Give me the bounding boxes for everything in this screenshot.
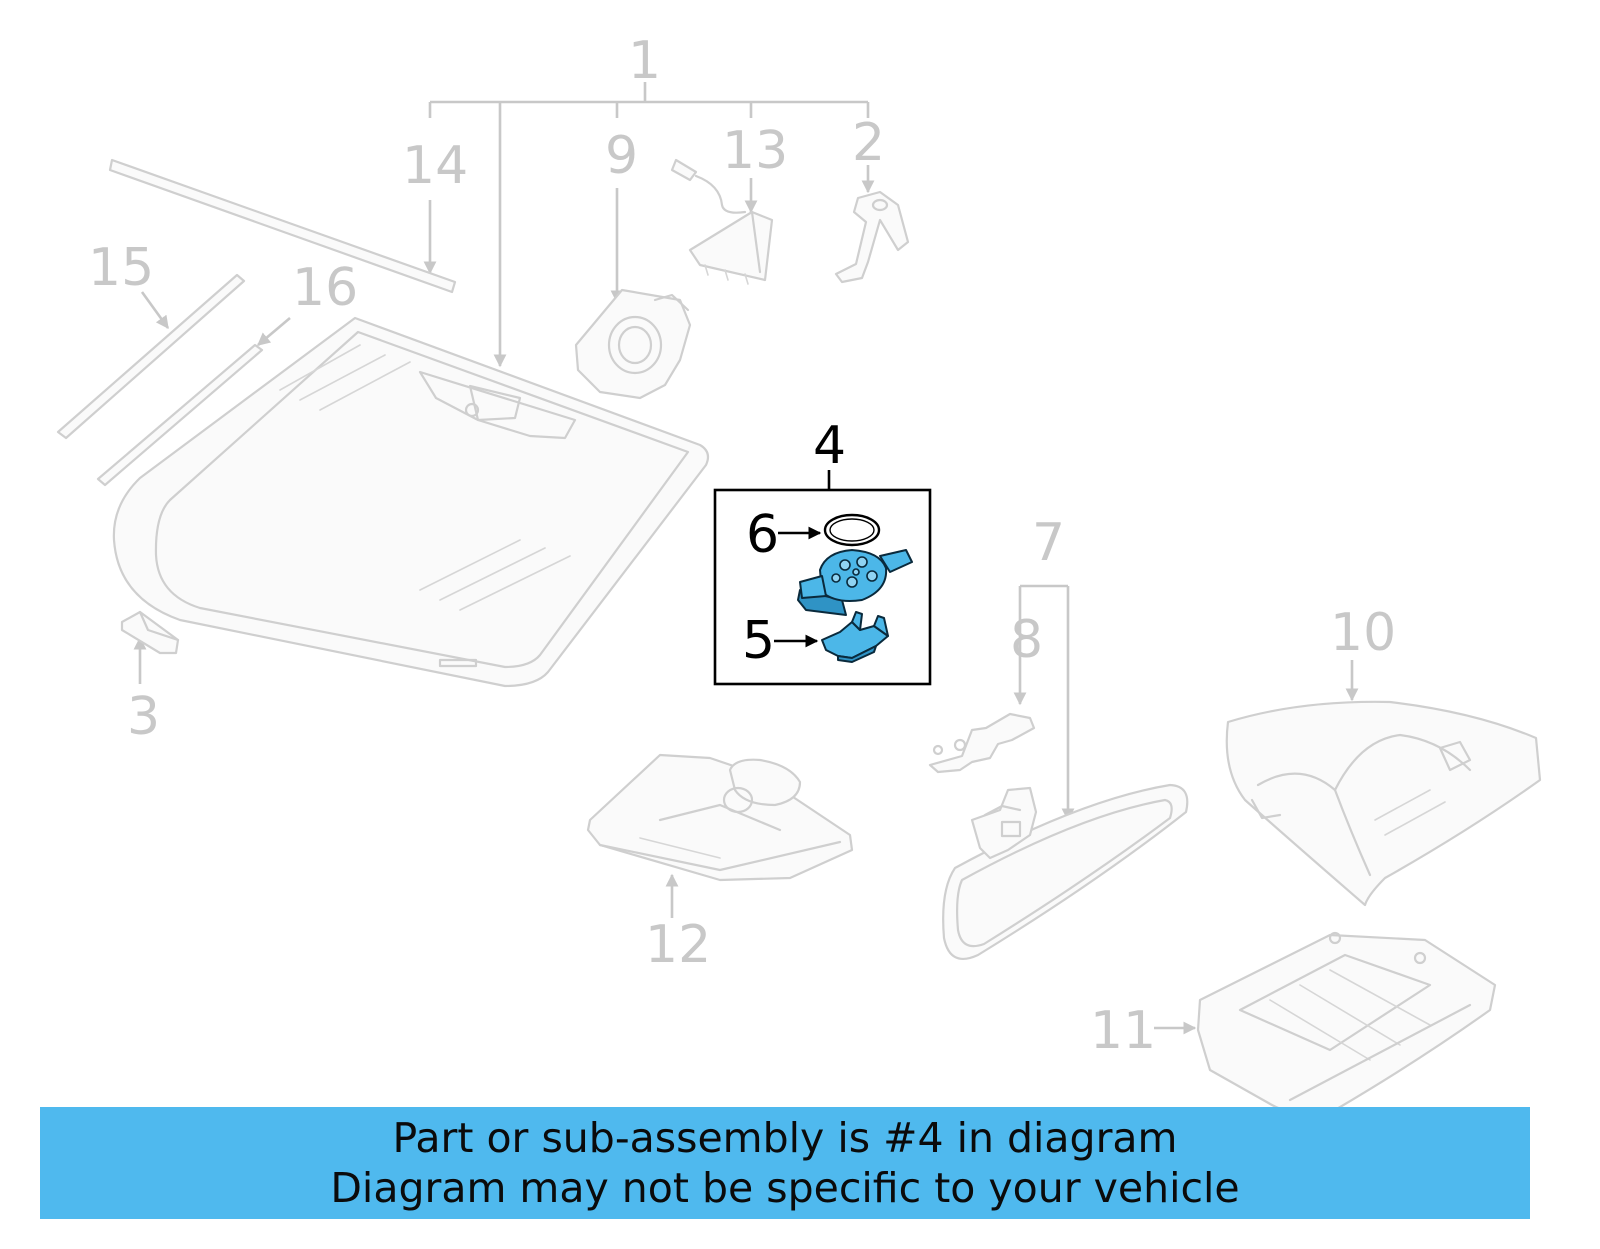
small-bracket-part-3 [120, 610, 180, 655]
callout-4: 4 [813, 416, 846, 476]
callout-3: 3 [127, 687, 160, 747]
sensor-cover-part-9 [574, 288, 692, 400]
callout-2: 2 [852, 113, 885, 173]
mount-bracket-part-2 [834, 190, 910, 284]
rearview-mirror-part-7 [942, 783, 1189, 960]
callout-16: 16 [292, 258, 358, 318]
sensor-clip-part-5 [821, 611, 889, 663]
callout-8: 8 [1010, 610, 1043, 670]
side-molding-part-16 [96, 343, 264, 487]
trim-cover-part-10 [1225, 700, 1542, 907]
callout-7: 7 [1032, 513, 1065, 573]
notice-line-disclaimer: Diagram may not be specific to your vehi… [330, 1164, 1240, 1212]
wire-bracket-part-8 [928, 712, 1036, 774]
notice-line-part-number: Part or sub-assembly is #4 in diagram [392, 1114, 1178, 1162]
rain-sensor-part-4 [797, 549, 913, 616]
callout-5: 5 [742, 611, 775, 671]
callout-14: 14 [402, 136, 468, 196]
callout-15: 15 [88, 238, 154, 298]
o-ring-part-6 [823, 513, 881, 547]
callout-1-bracket [428, 82, 870, 368]
highlighted-assembly-4: 4 6 5 [713, 416, 932, 686]
side-molding-part-15 [56, 273, 246, 440]
windshield-glass [112, 316, 710, 688]
storage-tray-part-11 [1196, 931, 1497, 1116]
callout-13: 13 [722, 121, 788, 181]
trim-strip-part-14 [108, 158, 457, 294]
sensor-housing-part-13 [670, 158, 774, 285]
callout-11: 11 [1090, 1001, 1156, 1061]
notice-banner: Part or sub-assembly is #4 in diagram Di… [40, 1107, 1530, 1219]
callout-1: 1 [628, 31, 661, 91]
callout-9: 9 [605, 126, 638, 186]
callout-6: 6 [746, 505, 779, 565]
callout-10: 10 [1330, 603, 1396, 663]
control-module-part-12 [586, 753, 854, 882]
callout-12: 12 [645, 915, 711, 975]
